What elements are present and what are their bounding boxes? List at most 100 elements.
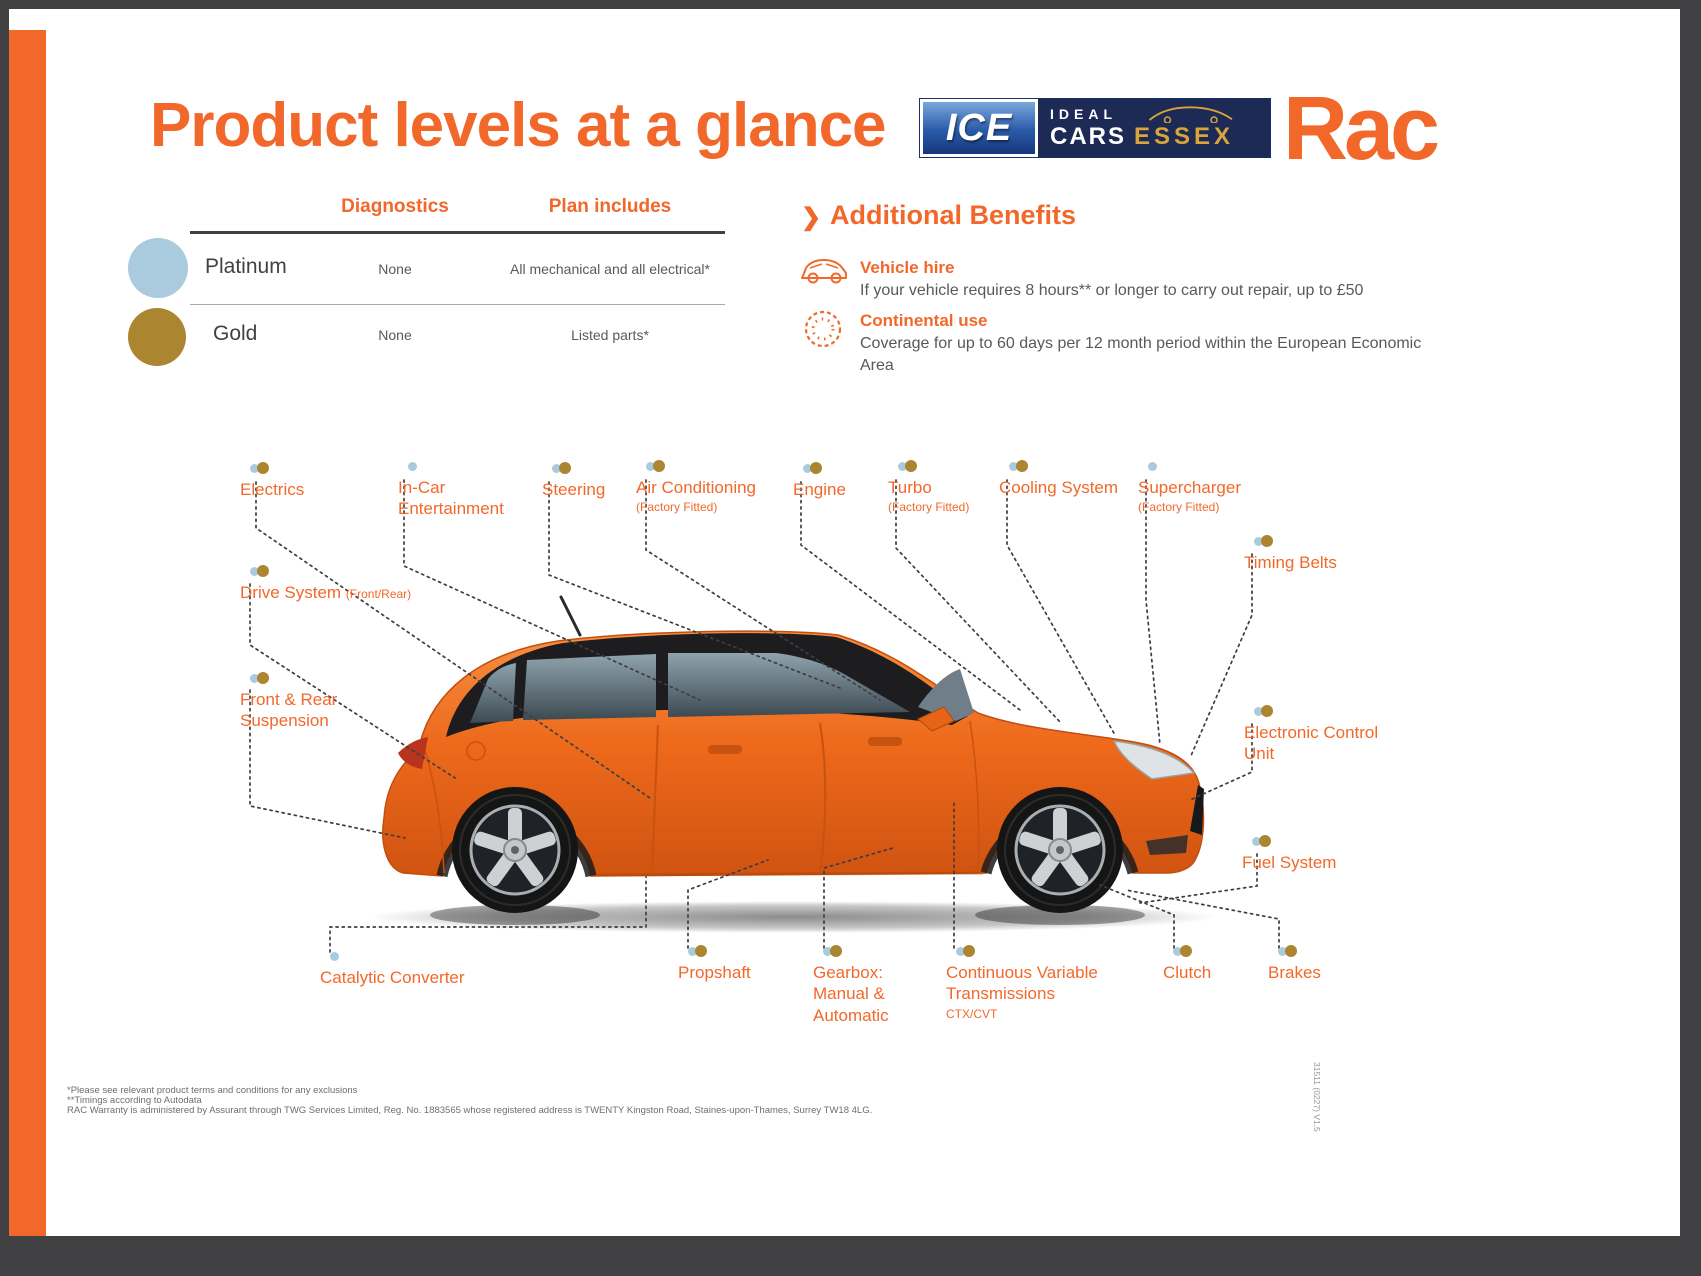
part-name: Continuous Variable Transmissions <box>946 963 1098 1004</box>
plan-dots <box>1252 835 1336 847</box>
part-name: Drive System (Front/Rear) <box>240 583 412 602</box>
rac-logo: Rac <box>1283 79 1440 179</box>
plan-dot-gold <box>810 462 822 474</box>
part-name: Clutch <box>1163 963 1212 982</box>
plan-dot-platinum <box>1254 536 1263 546</box>
plan-dot-platinum <box>1148 461 1157 471</box>
gold-plan-badge <box>128 308 186 366</box>
plan-dots <box>408 460 504 472</box>
benefit-title-continental-use: Continental use <box>860 311 988 330</box>
part-name: Turbo <box>888 478 932 497</box>
part-name: Catalytic Converter <box>320 968 465 987</box>
part-sub: (Factory Fitted) <box>888 500 970 515</box>
right-frame-bar <box>1680 0 1701 1276</box>
part-label-electrics: Electrics <box>240 462 304 500</box>
platinum-diagnostics-value: None <box>378 261 412 277</box>
left-frame-bar <box>0 0 9 1276</box>
plan-name-platinum: Platinum <box>205 255 287 278</box>
part-label-timing-belts: Timing Belts <box>1244 535 1337 573</box>
part-name: Propshaft <box>678 963 751 982</box>
plan-dots <box>898 460 969 472</box>
plan-dot-platinum <box>1173 946 1182 956</box>
part-name: Cooling System <box>999 478 1119 497</box>
ice-logo: ICE IDEAL CARS ESSEX <box>920 99 1270 157</box>
table-header-rule <box>190 231 725 234</box>
table-row-divider <box>190 304 725 305</box>
platinum-plan-badge <box>128 238 188 298</box>
eu-stars-icon <box>804 310 842 348</box>
plan-dots <box>823 945 889 957</box>
benefit-text-vehicle-hire: If your vehicle requires 8 hours** or lo… <box>860 282 1364 299</box>
part-label-front-rear-suspension: Front & Rear Suspension <box>240 672 337 732</box>
plan-dot-gold <box>695 945 707 957</box>
part-name: Fuel System <box>1242 853 1337 872</box>
plan-dots <box>1278 945 1321 957</box>
part-name: Brakes <box>1268 963 1321 982</box>
part-label-cooling-system: Cooling System <box>999 460 1118 498</box>
plan-dot-platinum <box>250 673 259 683</box>
part-label-turbo: Turbo (Factory Fitted) <box>888 460 969 514</box>
part-label-engine: Engine <box>793 462 846 500</box>
plan-dot-platinum <box>250 566 259 576</box>
part-label-drive-system: Drive System (Front/Rear) <box>240 565 411 603</box>
plan-dots <box>1254 535 1337 547</box>
part-name: Supercharger <box>1138 478 1242 497</box>
part-name: In-Car Entertainment <box>398 478 504 519</box>
plan-dots <box>688 945 751 957</box>
plan-dot-platinum <box>646 461 655 471</box>
part-label-brakes: Brakes <box>1268 945 1321 983</box>
bottom-frame-bar <box>0 1236 1701 1276</box>
plan-dot-platinum <box>552 463 561 473</box>
plan-dot-gold <box>1180 945 1192 957</box>
part-name: Air Conditioning <box>636 478 757 497</box>
part-name: Timing Belts <box>1244 553 1337 572</box>
plan-dots <box>1173 945 1211 957</box>
plan-dot-platinum <box>823 946 832 956</box>
plan-dot-gold <box>1016 460 1028 472</box>
vehicle-hire-car-icon <box>801 259 847 284</box>
part-label-electronic-control-unit: Electronic Control Unit <box>1244 705 1378 765</box>
benefit-text-continental-use: Coverage for up to 60 days per 12 month … <box>860 335 1422 375</box>
ideal-cars-essex-logo: IDEAL CARS ESSEX <box>1038 99 1270 157</box>
chevron-right-icon: ❯ <box>801 204 822 231</box>
part-sub: (Factory Fitted) <box>636 500 718 515</box>
plan-name-gold: Gold <box>213 322 258 345</box>
part-label-continuous-variable-transmissions: Continuous Variable Transmissions CTX/CV… <box>946 945 1098 1021</box>
footnote-legal: RAC Warranty is administered by Assurant… <box>67 1105 873 1116</box>
ice-logo-text: ICE <box>945 106 1013 149</box>
plan-dots <box>956 945 1098 957</box>
plan-dot-gold <box>1259 835 1271 847</box>
page-title: Product levels at a glance <box>150 91 887 160</box>
plan-dot-gold <box>1261 535 1273 547</box>
plan-dot-platinum <box>803 463 812 473</box>
plan-dot-platinum <box>1009 461 1018 471</box>
plan-dots <box>330 950 465 962</box>
part-label-fuel-system: Fuel System <box>1242 835 1336 873</box>
plan-dots <box>250 672 337 684</box>
plan-dot-platinum <box>688 946 697 956</box>
plan-dot-platinum <box>1254 706 1263 716</box>
plan-dots <box>250 462 304 474</box>
plan-dots <box>646 460 756 472</box>
part-sub: (Front/Rear) <box>345 587 412 601</box>
part-name: Front & Rear Suspension <box>240 690 338 731</box>
ideal-text: IDEAL <box>1050 106 1117 122</box>
car-silhouette-icon <box>1148 106 1233 123</box>
plan-dot-gold <box>257 672 269 684</box>
ice-logo-mark: ICE <box>920 99 1038 157</box>
plan-dot-gold <box>963 945 975 957</box>
platinum-plan-includes-value: All mechanical and all electrical* <box>510 261 710 277</box>
gold-plan-includes-value: Listed parts* <box>571 327 649 343</box>
car-illustration <box>368 595 1218 933</box>
top-frame-bar <box>0 0 1701 9</box>
plan-dot-gold <box>830 945 842 957</box>
plan-dot-gold <box>1261 705 1273 717</box>
part-sub: (Factory Fitted) <box>1138 500 1220 515</box>
document-code: 31511 (0227) V1.5 <box>1312 1062 1322 1132</box>
benefits-heading: Additional Benefits <box>830 200 1077 230</box>
plan-dot-platinum <box>330 951 339 961</box>
plan-dot-gold <box>257 565 269 577</box>
plan-dots <box>1254 705 1378 717</box>
plan-dot-gold <box>257 462 269 474</box>
part-name: Engine <box>793 480 846 499</box>
